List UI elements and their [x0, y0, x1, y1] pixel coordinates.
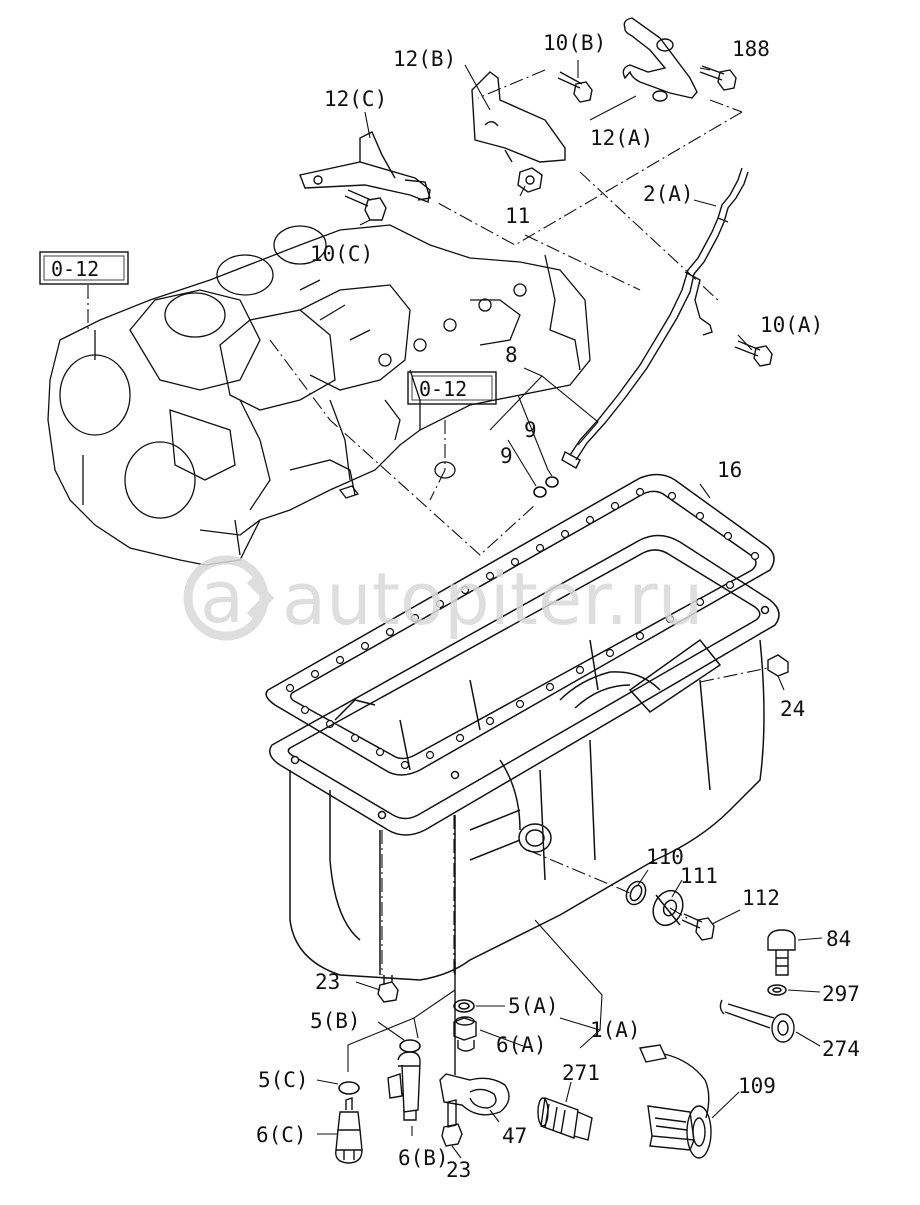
- oil-pan-gasket: [265, 473, 775, 776]
- leader-lines: [316, 60, 823, 1159]
- label-9-lower: 9: [500, 444, 513, 468]
- label-112: 112: [742, 886, 780, 910]
- label-109: 109: [738, 1074, 776, 1098]
- bolt-23-upper: [377, 975, 399, 1003]
- label-23-lower: 23: [446, 1158, 471, 1182]
- dipstick: [561, 167, 749, 469]
- label-11: 11: [505, 204, 530, 228]
- sensor-6c: [335, 1097, 363, 1164]
- label-188: 188: [732, 37, 770, 61]
- label-12b: 12(B): [393, 47, 456, 71]
- washer-5a: [453, 999, 475, 1013]
- label-24: 24: [780, 697, 805, 721]
- phantom-lines: [87, 69, 769, 975]
- label-297: 297: [822, 982, 860, 1006]
- washer-297: [767, 984, 787, 996]
- bolt-10c: [344, 189, 387, 221]
- bracket-12c: [299, 131, 431, 203]
- bolt-10b: [557, 71, 593, 103]
- label-6c: 6(C): [256, 1123, 307, 1147]
- bolt-23-lower: [441, 1099, 463, 1147]
- label-5c: 5(C): [258, 1068, 309, 1092]
- sensor-109: [638, 1044, 712, 1159]
- engine-block: [47, 224, 591, 566]
- svg-text:a: a: [200, 555, 244, 639]
- label-23-upper: 23: [315, 970, 340, 994]
- strainer-47: [439, 962, 510, 1116]
- label-5a: 5(A): [508, 994, 559, 1018]
- label-111: 111: [680, 864, 718, 888]
- bracket-12a: [622, 17, 698, 102]
- nut-11: [517, 167, 543, 193]
- reference-label: 0-12: [419, 377, 467, 401]
- label-274: 274: [822, 1037, 860, 1061]
- oil-pan: [269, 534, 780, 981]
- pipe-274: [719, 999, 795, 1043]
- washer-5b: [399, 1039, 421, 1053]
- cover-111: [652, 889, 684, 927]
- label-12c: 12(C): [324, 87, 387, 111]
- label-110: 110: [646, 845, 684, 869]
- bolt-112: [681, 913, 715, 941]
- label-10b: 10(B): [543, 31, 606, 55]
- label-10c: 10(C): [310, 242, 373, 266]
- bolt-188: [699, 65, 737, 91]
- label-10a: 10(A): [760, 313, 823, 337]
- reference-label: 0-12: [51, 257, 99, 281]
- label-84: 84: [826, 927, 851, 951]
- reference-box-2: 0-12: [407, 371, 497, 405]
- nut-24: [767, 654, 789, 677]
- plug-6a: [453, 1016, 477, 1052]
- label-9-upper: 9: [524, 418, 537, 442]
- valve-6b: [387, 1051, 421, 1121]
- label-8: 8: [505, 343, 518, 367]
- label-47: 47: [502, 1124, 527, 1148]
- bracket-12b: [471, 71, 566, 163]
- sensor-271: [537, 1097, 593, 1141]
- washer-5c: [338, 1081, 360, 1095]
- label-271: 271: [562, 1061, 600, 1085]
- gasket-110: [625, 880, 647, 906]
- part-labels: 12(B) 10(B) 188 12(C) 12(A) 11 2(A) 10(C…: [256, 31, 860, 1182]
- gasket-bolt-holes: [285, 487, 760, 770]
- watermark-text: autopiter.ru: [282, 557, 703, 641]
- watermark: a autopiter.ru: [183, 555, 703, 641]
- label-6b: 6(B): [398, 1146, 449, 1170]
- bolt-10a: [734, 340, 773, 367]
- reference-box-1: 0-12: [39, 251, 129, 285]
- label-12a: 12(A): [590, 126, 653, 150]
- o-rings-9: [533, 476, 559, 498]
- label-2a: 2(A): [643, 182, 694, 206]
- label-1a: 1(A): [590, 1018, 641, 1042]
- bolt-84: [767, 929, 796, 976]
- label-5b: 5(B): [310, 1009, 361, 1033]
- label-16: 16: [717, 458, 742, 482]
- label-6a: 6(A): [496, 1033, 547, 1057]
